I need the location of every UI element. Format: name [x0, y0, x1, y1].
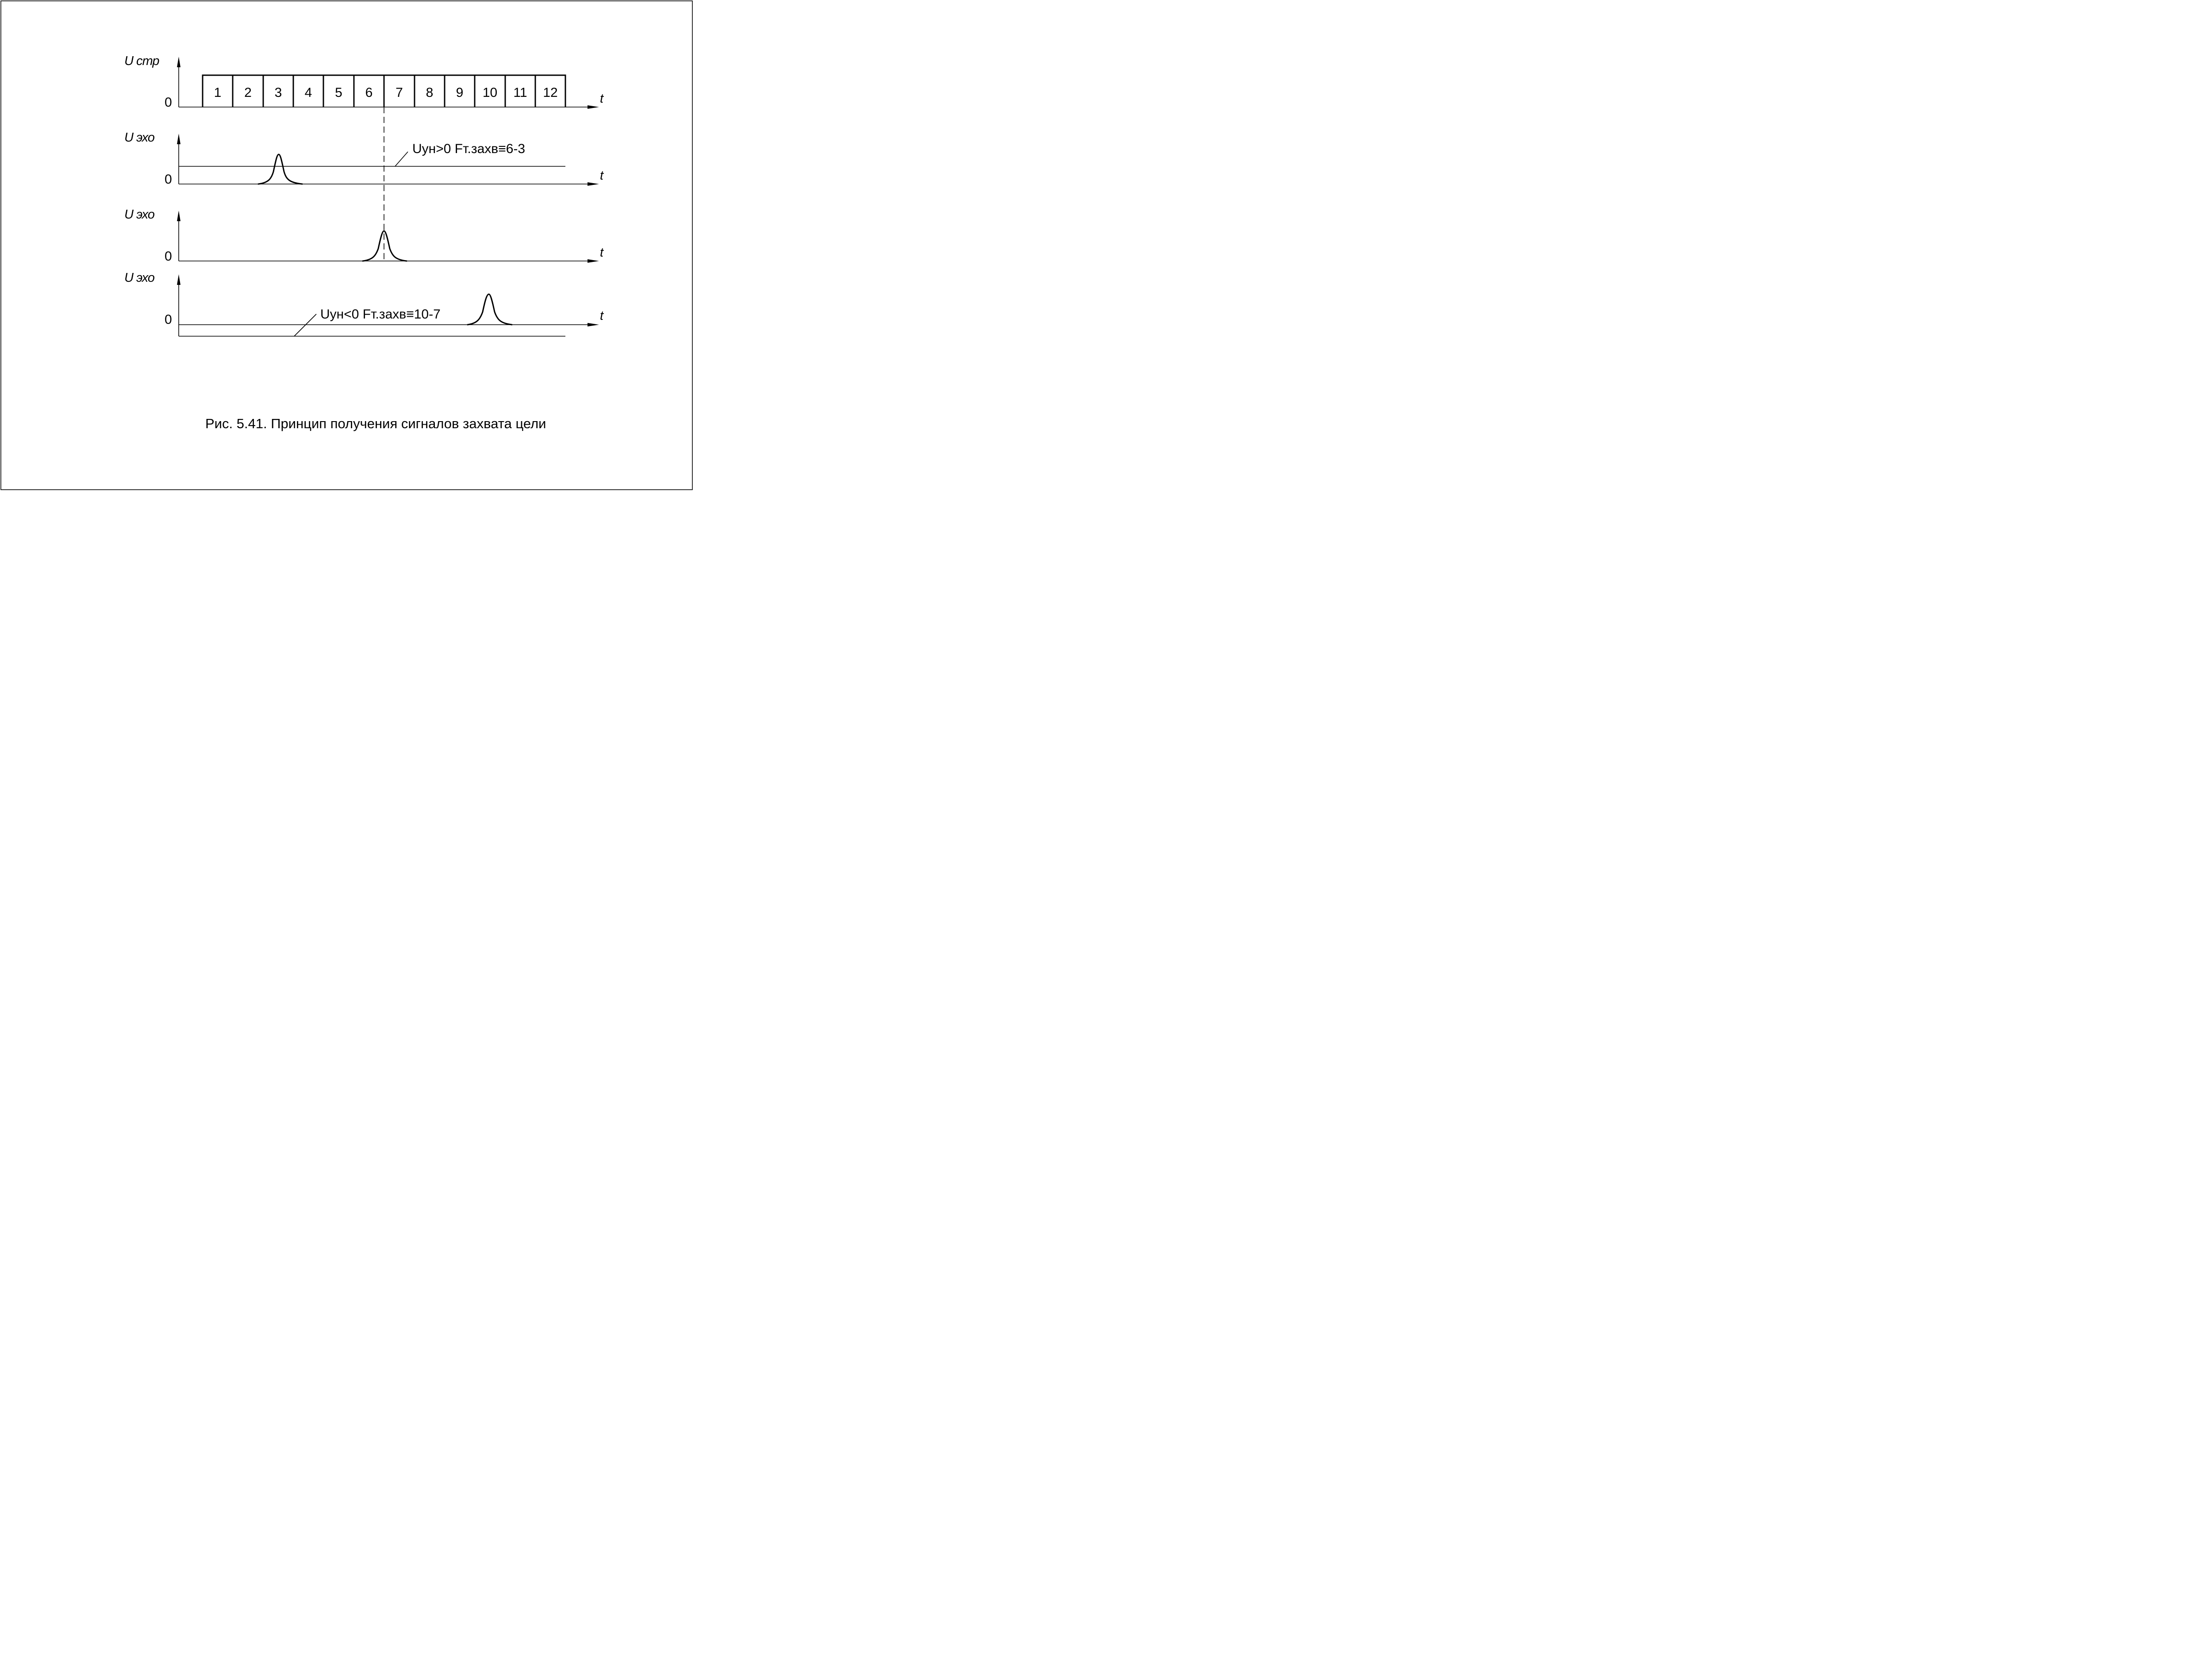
zero-label-echo-2: 0 — [165, 249, 172, 264]
time-arrow-echo-2 — [588, 259, 599, 263]
strobe-number-2: 2 — [244, 85, 252, 100]
time-label-strobe: t — [600, 92, 604, 106]
y-arrow-echo-3 — [177, 274, 180, 285]
strobe-number-6: 6 — [365, 85, 373, 100]
axis-label-strobe: U стр — [124, 54, 159, 68]
strobe-number-1: 1 — [214, 85, 222, 100]
y-arrow-echo-2 — [177, 211, 180, 221]
y-arrow-echo-1 — [177, 134, 180, 144]
echo-pulse-at-strobe-boundary-6-7 — [362, 230, 407, 262]
axis-label-echo-2: U эхо — [124, 207, 155, 222]
strobe-number-4: 4 — [305, 85, 312, 100]
time-label-echo-1: t — [600, 169, 604, 183]
y-arrow-strobe — [177, 57, 180, 67]
page-frame — [0, 0, 693, 490]
strobe-number-8: 8 — [426, 85, 434, 100]
annotation-leader-negative — [294, 314, 317, 337]
annotation-leader-positive — [395, 151, 408, 167]
time-arrow-strobe — [588, 105, 599, 109]
panel-echo-positive: U эхо 0 t Uун>0 Fт.захв≡6-3 — [124, 130, 605, 187]
echo-pulse-at-strobe-3 — [257, 154, 303, 185]
strobe-number-7: 7 — [396, 85, 403, 100]
strobe-number-12: 12 — [543, 85, 557, 100]
time-arrow-echo-3 — [588, 323, 599, 326]
strobe-number-3: 3 — [275, 85, 282, 100]
echo-pulse-at-strobe-10 — [467, 293, 513, 326]
strobe-number-10: 10 — [483, 85, 497, 100]
axis-label-echo-3: U эхо — [124, 271, 155, 285]
time-label-echo-3: t — [600, 309, 604, 323]
strobe-number-11: 11 — [513, 85, 527, 100]
axis-label-echo-1: U эхо — [124, 130, 155, 145]
strobe-number-9: 9 — [456, 85, 464, 100]
zero-label-strobe: 0 — [165, 95, 172, 110]
annotation-positive: Uун>0 Fт.захв≡6-3 — [412, 142, 525, 156]
panel-echo-centered: U эхо 0 t — [124, 207, 605, 264]
zero-label-echo-3: 0 — [165, 312, 172, 327]
time-arrow-echo-1 — [588, 182, 599, 186]
time-label-echo-2: t — [600, 246, 604, 260]
panel-echo-negative: U эхо 0 t Uун<0 Fт.захв≡10-7 — [124, 271, 605, 337]
annotation-negative: Uун<0 Fт.захв≡10-7 — [320, 307, 441, 322]
strobe-number-5: 5 — [335, 85, 342, 100]
zero-label-echo-1: 0 — [165, 172, 172, 187]
figure-caption: Рис. 5.41. Принцип получения сигналов за… — [205, 416, 546, 431]
